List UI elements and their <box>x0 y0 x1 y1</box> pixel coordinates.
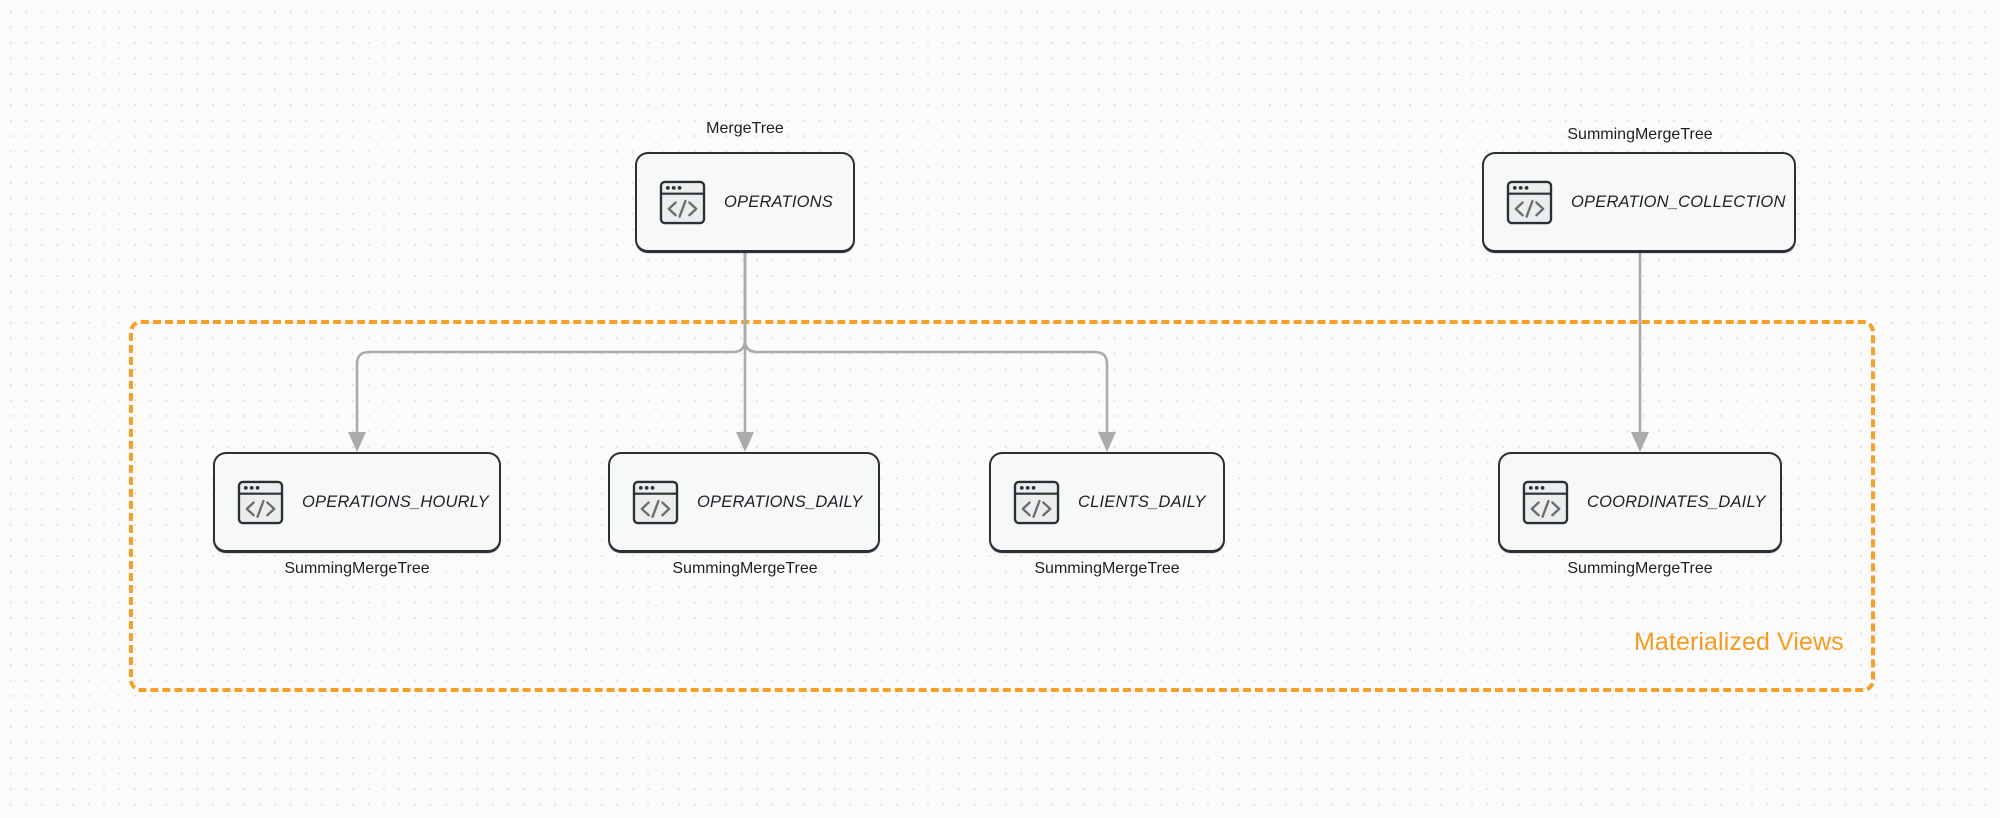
edge-operations-to-clients-daily <box>743 253 1116 452</box>
node-coordinates-daily[interactable]: COORDINATES_DAILY <box>1498 452 1782 553</box>
node-operations-daily[interactable]: OPERATIONS_DAILY <box>608 452 880 553</box>
code-window-icon <box>1522 480 1569 525</box>
node-operations-hourly-label: OPERATIONS_HOURLY <box>302 492 489 511</box>
node-operations-daily-label: OPERATIONS_DAILY <box>697 492 863 511</box>
caption-operation-collection-engine: SummingMergeTree <box>1567 126 1713 143</box>
edge-operations-to-operations-hourly <box>348 253 747 452</box>
materialized-views-label: Materialized Views <box>1634 628 1844 656</box>
node-clients-daily[interactable]: CLIENTS_DAILY <box>989 452 1225 553</box>
node-operations[interactable]: OPERATIONS <box>635 152 855 253</box>
node-operations-label: OPERATIONS <box>724 192 833 211</box>
node-clients-daily-label: CLIENTS_DAILY <box>1078 492 1206 511</box>
node-operations-hourly[interactable]: OPERATIONS_HOURLY <box>213 452 501 553</box>
caption-coordinates-daily-engine: SummingMergeTree <box>1567 560 1713 577</box>
code-window-icon <box>1506 180 1553 225</box>
node-operation-collection-label: OPERATION_COLLECTION <box>1571 192 1786 211</box>
edge-operation-collection-to-coordinates-daily <box>1631 253 1649 452</box>
code-window-icon <box>659 180 706 225</box>
caption-operations-daily-engine: SummingMergeTree <box>672 560 818 577</box>
caption-operations-engine: MergeTree <box>706 120 784 137</box>
edge-operations-to-operations-daily <box>736 253 754 452</box>
node-operation-collection[interactable]: OPERATION_COLLECTION <box>1482 152 1796 253</box>
caption-operations-hourly-engine: SummingMergeTree <box>284 560 430 577</box>
caption-clients-daily-engine: SummingMergeTree <box>1034 560 1180 577</box>
code-window-icon <box>1013 480 1060 525</box>
code-window-icon <box>632 480 679 525</box>
node-coordinates-daily-label: COORDINATES_DAILY <box>1587 492 1766 511</box>
code-window-icon <box>237 480 284 525</box>
